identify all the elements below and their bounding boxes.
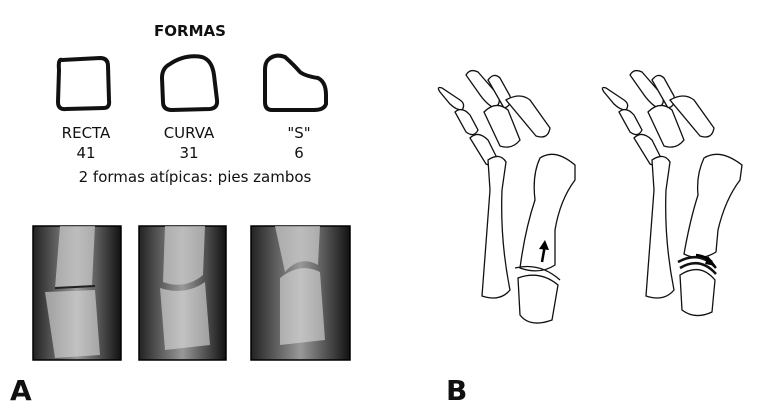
shapes-title: FORMAS xyxy=(154,22,226,40)
shape-curva xyxy=(160,54,220,112)
atypical-note: 2 formas atípicas: pies zambos xyxy=(78,168,312,186)
xray-curva xyxy=(138,225,227,361)
panel-label-a: A xyxy=(10,374,32,407)
shape-count-curva: 31 xyxy=(179,144,199,162)
shape-label-recta: RECTA xyxy=(61,124,111,142)
shape-s xyxy=(263,53,328,112)
shape-count-recta: 41 xyxy=(76,144,96,162)
shape-count-s: 6 xyxy=(294,144,304,162)
shape-label-s: "S" xyxy=(287,124,311,142)
xray-recta xyxy=(32,225,122,361)
foot-diagram-right xyxy=(601,69,743,317)
xray-s xyxy=(250,225,351,361)
panel-label-b: B xyxy=(446,374,468,407)
foot-diagram-left xyxy=(437,69,576,324)
shape-label-curva: CURVA xyxy=(163,124,215,142)
shape-recta xyxy=(56,56,112,112)
